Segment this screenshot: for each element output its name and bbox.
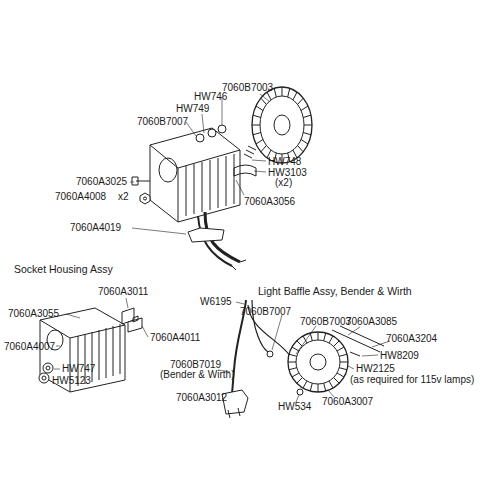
part-number: 7060A3085 xyxy=(346,316,397,327)
fin-stroke xyxy=(301,140,308,145)
part-number: 7060B7003 xyxy=(300,316,351,327)
part-number: HW3103 xyxy=(268,167,307,178)
part-number: 7060A4011 xyxy=(150,332,200,343)
part-number: x2 xyxy=(118,191,129,202)
fin-stroke xyxy=(202,162,203,212)
part-number: 7060B7007 xyxy=(240,306,291,317)
section-heading: Socket Housing Assy xyxy=(14,264,113,275)
part-number: 7060A3204 xyxy=(386,333,437,344)
fin-stroke xyxy=(337,373,344,377)
fin-stroke xyxy=(303,115,311,117)
part-number: 7060A3025 xyxy=(76,176,127,187)
fin-stroke xyxy=(106,328,107,378)
part-number: W6195 xyxy=(200,296,232,307)
fin-stroke xyxy=(234,154,235,204)
part-number: 7060A3055 xyxy=(8,308,59,319)
top-baffle xyxy=(252,87,312,163)
fin-stroke xyxy=(301,106,308,111)
part-number: 7060A3012 xyxy=(176,392,227,403)
part-number: HW747 xyxy=(62,363,95,374)
part-number: HW5123 xyxy=(52,375,91,386)
fin-stroke xyxy=(99,330,100,380)
fin-stroke xyxy=(218,158,219,208)
fin-stroke xyxy=(292,373,299,377)
part-number: (as required for 115v lamps) xyxy=(350,374,474,385)
part-number: HW749 xyxy=(176,103,209,114)
fin-stroke xyxy=(334,341,340,347)
fin-stroke xyxy=(293,92,297,100)
fin-stroke xyxy=(318,384,319,392)
fin-stroke xyxy=(226,156,227,206)
part-number: HW748 xyxy=(268,156,301,167)
fin-stroke xyxy=(324,383,326,391)
fin-stroke xyxy=(324,333,326,341)
fin-stroke xyxy=(304,125,312,126)
part-number: (Bender & Wirth) xyxy=(160,369,234,380)
fin-stroke xyxy=(256,106,263,111)
part-number: 7060B7007 xyxy=(137,116,188,127)
fin-stroke xyxy=(339,368,347,370)
fin-stroke xyxy=(274,88,276,97)
part-number: 7060A4007 xyxy=(4,341,55,352)
fin-stroke xyxy=(261,98,267,104)
fin-stroke xyxy=(92,332,93,382)
part-number: HW746 xyxy=(194,91,227,102)
fin-stroke xyxy=(297,341,303,347)
fin-stroke xyxy=(253,115,261,117)
part-number: 7060A3011 xyxy=(98,286,148,297)
fin-stroke xyxy=(292,347,299,351)
fin-stroke xyxy=(289,354,297,356)
fin-stroke xyxy=(310,383,312,391)
part-number: 7060A4008 xyxy=(55,191,106,202)
part-number: (x2) xyxy=(275,177,292,188)
fin-stroke xyxy=(194,164,195,214)
fin-stroke xyxy=(329,381,333,388)
baffle-wires xyxy=(222,300,295,418)
fin-stroke xyxy=(297,378,303,384)
fin-stroke xyxy=(282,87,283,96)
fin-stroke xyxy=(113,326,114,376)
fin-stroke xyxy=(288,88,290,97)
fin-stroke xyxy=(298,146,304,152)
fin-stroke xyxy=(252,125,260,126)
fin-stroke xyxy=(253,133,261,135)
fin-stroke xyxy=(298,98,304,104)
fin-stroke xyxy=(289,368,297,370)
top-cable xyxy=(188,212,246,270)
fin-stroke xyxy=(340,362,348,363)
fin-stroke xyxy=(303,381,307,388)
section-heading: Light Baffle Assy, Bender & Wirth xyxy=(258,286,412,297)
part-number: 7060B7003 xyxy=(222,82,273,93)
top-hardware xyxy=(132,125,256,204)
fin-stroke xyxy=(303,133,311,135)
fin-stroke xyxy=(329,336,333,343)
socket-leaders xyxy=(50,298,148,381)
part-number: HW8209 xyxy=(380,350,419,361)
fin-stroke xyxy=(310,333,312,341)
part-number: 7060A3056 xyxy=(244,196,295,207)
fin-stroke xyxy=(288,362,296,363)
fin-stroke xyxy=(267,92,271,100)
top-leaders xyxy=(130,94,270,234)
fin-stroke xyxy=(318,332,319,340)
fin-stroke xyxy=(186,166,187,216)
fin-stroke xyxy=(337,347,344,351)
part-number: HW2125 xyxy=(356,363,395,374)
fin-stroke xyxy=(261,146,267,152)
fin-stroke xyxy=(120,324,121,374)
part-number: 7060A3007 xyxy=(322,396,373,407)
part-number: HW534 xyxy=(278,401,311,412)
fin-stroke xyxy=(256,140,263,145)
part-number: 7060B7019 xyxy=(170,359,221,370)
fin-stroke xyxy=(334,378,340,384)
fin-stroke xyxy=(339,354,347,356)
fin-stroke xyxy=(210,160,211,210)
part-number: 7060A4019 xyxy=(70,222,121,233)
top-housing xyxy=(150,128,240,222)
